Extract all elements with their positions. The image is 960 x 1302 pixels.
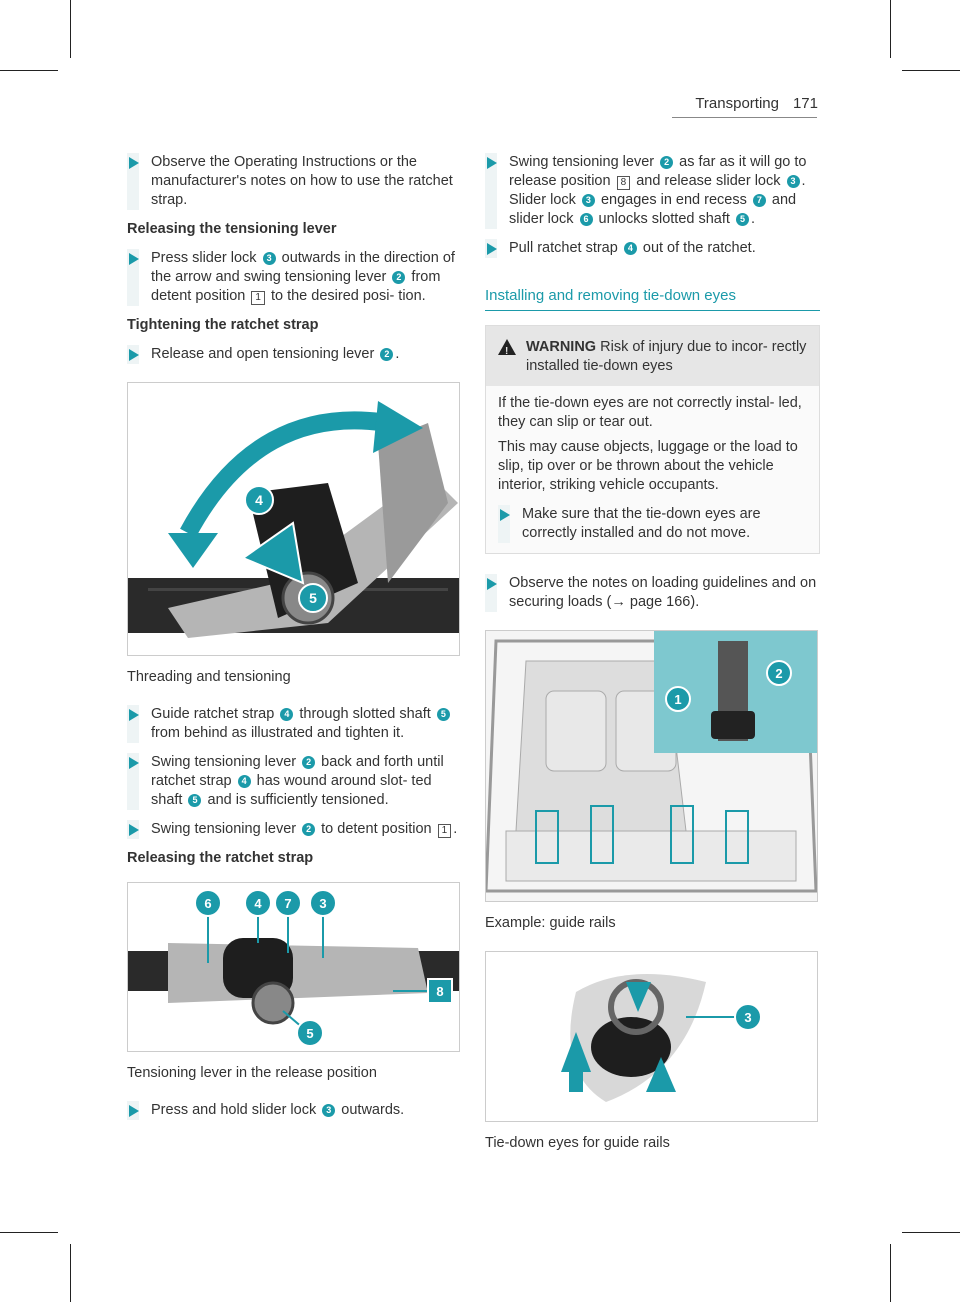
callout-4: 4 <box>255 492 263 508</box>
running-header: Transporting 171 <box>695 95 818 112</box>
page-ref-arrow-icon: → <box>611 594 626 610</box>
ratchet-threading-illustration: 4 5 <box>128 401 459 638</box>
crop-mark <box>70 0 71 58</box>
step-arrow-icon <box>487 243 497 255</box>
heading-releasing-lever: Releasing the tensioning lever <box>127 221 337 237</box>
callout-5: 5 <box>309 590 317 606</box>
figure-tiedown-eyes: 3 <box>485 951 818 1122</box>
warning-icon <box>498 339 516 361</box>
heading-releasing-strap: Releasing the ratchet strap <box>127 850 314 866</box>
crop-mark <box>70 1244 71 1302</box>
crop-mark <box>902 70 960 71</box>
step-arrow-icon <box>129 253 139 265</box>
warning-box: WARNING Risk of injury due to incor‑ rec… <box>485 325 820 554</box>
crop-mark <box>902 1232 960 1233</box>
step-arrow-icon <box>500 509 510 521</box>
crop-mark <box>0 1232 58 1233</box>
step-arrow-icon <box>129 1105 139 1117</box>
step-arrow-icon <box>487 157 497 169</box>
warning-text: This may cause objects, luggage or the l… <box>498 439 798 493</box>
step-observe-instructions: Observe the Operating Instructions or th… <box>127 153 462 210</box>
step-arrow-icon <box>129 349 139 361</box>
warning-title: Risk of injury due to incor‑ rectly inst… <box>526 339 807 374</box>
step-arrow-icon <box>129 709 139 721</box>
figure-caption: Example: guide rails <box>485 915 616 931</box>
figure-caption: Threading and tensioning <box>127 669 291 685</box>
callout-6: 6 <box>204 896 211 911</box>
step-press-slider: Press slider lock 3 outwards in the dire… <box>127 249 462 306</box>
crop-mark <box>890 1244 891 1302</box>
step-release-open-lever: Release and open tensioning lever 2. <box>127 345 462 364</box>
page-reference-link[interactable]: page 166). <box>629 594 700 610</box>
callout-4: 4 <box>254 896 262 911</box>
callout-8: 8 <box>436 984 443 999</box>
section-heading-tiedown: Installing and removing tie-down eyes <box>485 286 820 311</box>
figure-caption: Tensioning lever in the release position <box>127 1065 377 1081</box>
callout-5: 5 <box>306 1026 313 1041</box>
step-arrow-icon <box>487 578 497 590</box>
warning-label: WARNING <box>526 339 597 355</box>
right-column: Swing tensioning lever 2 as far as it wi… <box>485 153 820 1171</box>
van-cargo-illustration: 1 2 <box>486 631 817 901</box>
heading-tightening: Tightening the ratchet strap <box>127 317 319 333</box>
callout-2: 2 <box>775 666 782 681</box>
step-swing-release-position: Swing tensioning lever 2 as far as it wi… <box>485 153 820 229</box>
warning-text: If the tie-down eyes are not correctly i… <box>498 395 802 430</box>
page-number: 171 <box>792 95 818 112</box>
figure-release-position: 6 4 7 3 8 5 <box>127 882 460 1052</box>
step-pull-strap: Pull ratchet strap 4 out of the ratchet. <box>485 239 820 258</box>
step-arrow-icon <box>129 757 139 769</box>
step-guide-strap: Guide ratchet strap 4 through slotted sh… <box>127 705 462 743</box>
step-swing-lever-detent: Swing tensioning lever 2 to detent posit… <box>127 820 462 839</box>
step-observe-loading: Observe the notes on loading guidelines … <box>485 574 820 612</box>
step-arrow-icon <box>129 157 139 169</box>
callout-3: 3 <box>319 896 326 911</box>
section-title: Transporting <box>695 95 779 112</box>
step-arrow-icon <box>129 824 139 836</box>
callout-1: 1 <box>674 692 681 707</box>
ratchet-release-illustration: 6 4 7 3 8 5 <box>128 889 459 1047</box>
figure-caption: Tie-down eyes for guide rails <box>485 1135 670 1151</box>
callout-7: 7 <box>284 896 291 911</box>
step-swing-lever-back-forth: Swing tensioning lever 2 back and forth … <box>127 753 462 810</box>
warning-step: Make sure that the tie-down eyes are cor… <box>498 505 807 543</box>
tiedown-eye-illustration: 3 <box>561 974 762 1102</box>
figure-threading: 4 5 <box>127 382 460 656</box>
left-column: Observe the Operating Instructions or th… <box>127 153 462 1130</box>
callout-3: 3 <box>744 1010 751 1025</box>
crop-mark <box>890 0 891 58</box>
crop-mark <box>0 70 58 71</box>
figure-guide-rails: 1 2 <box>485 630 818 902</box>
step-press-hold-slider: Press and hold slider lock 3 outwards. <box>127 1101 462 1120</box>
header-rule <box>672 117 817 118</box>
